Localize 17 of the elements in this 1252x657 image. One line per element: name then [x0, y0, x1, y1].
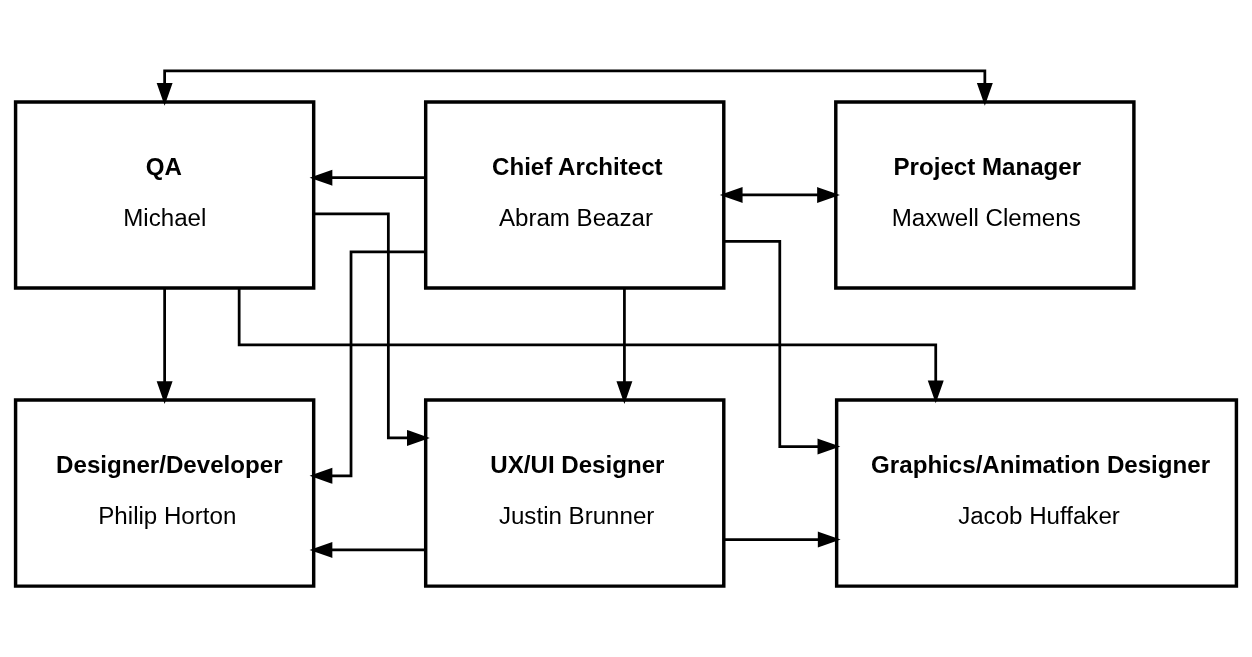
node-box: QA Michael: [13, 100, 316, 290]
arrow: [724, 240, 841, 455]
node-box: Designer/Developer Philip Horton: [13, 398, 316, 588]
arrow: [313, 212, 430, 446]
arrow: [309, 169, 426, 186]
arrow: [309, 250, 426, 484]
arrow: [156, 288, 173, 405]
arrow: [724, 531, 841, 548]
arrow: [616, 288, 633, 405]
arrow: [309, 541, 426, 558]
node-box: Graphics/Animation Designer Jacob Huffaker: [834, 398, 1239, 588]
node-box: Project Manager Maxwell Clemens: [834, 100, 1136, 290]
arrow: [719, 187, 840, 203]
node-box: Chief Architect Abram Beazar: [423, 100, 726, 290]
arrow: [156, 69, 993, 106]
arrow: [237, 288, 944, 404]
node-box: UX/UI Designer Justin Brunner: [423, 398, 726, 588]
